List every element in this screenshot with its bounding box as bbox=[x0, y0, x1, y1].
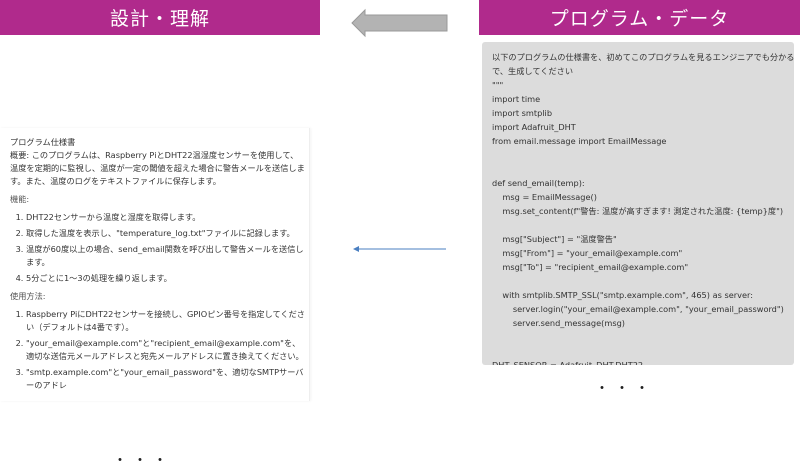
spec-overview: 概要: このプログラムは、Raspberry PiとDHT22温湿度センサーを使… bbox=[10, 150, 305, 186]
list-item: "your_email@example.com"と"recipient_emai… bbox=[26, 337, 305, 363]
program-data-banner: プログラム・データ bbox=[479, 0, 800, 35]
ellipsis: ・・・ bbox=[113, 453, 173, 469]
list-item: DHT22センサーから温度と湿度を取得します。 bbox=[26, 211, 305, 224]
banner-label: 設計・理解 bbox=[109, 8, 210, 30]
list-item: 5分ごとに1～3の処理を繰り返します。 bbox=[26, 272, 305, 285]
ellipsis: ・・・ bbox=[595, 381, 655, 397]
list-item: "smtp.example.com"と"your_email_password"… bbox=[26, 366, 305, 392]
design-understanding-banner: 設計・理解 bbox=[0, 0, 320, 35]
list-item: 温度が60度以上の場合、send_email関数を呼び出して警告メールを送信しま… bbox=[26, 243, 305, 269]
list-item: Raspberry PiにDHT22センサーを接続し、GPIOピン番号を指定して… bbox=[26, 308, 305, 334]
prompt-code-block: 以下のプログラムの仕様書を、初めてこのプログラムを見るエンジニアでも分かるような… bbox=[482, 42, 794, 365]
spec-document: プログラム仕様書 概要: このプログラムは、Raspberry PiとDHT22… bbox=[0, 128, 310, 401]
usage-heading: 使用方法: bbox=[10, 291, 46, 301]
usage-list: Raspberry PiにDHT22センサーを接続し、GPIOピン番号を指定して… bbox=[10, 308, 305, 392]
features-list: DHT22センサーから温度と湿度を取得します。 取得した温度を表示し、"temp… bbox=[10, 211, 305, 285]
list-item: 取得した温度を表示し、"temperature_log.txt"ファイルに記録し… bbox=[26, 227, 305, 240]
banner-label: プログラム・データ bbox=[549, 8, 730, 30]
left-arrow-icon bbox=[351, 8, 448, 38]
code-text: import time import smtplib import Adafru… bbox=[492, 94, 784, 365]
spec-title: プログラム仕様書 bbox=[10, 137, 76, 147]
left-arrow-icon bbox=[353, 246, 446, 252]
prompt-text: 以下のプログラムの仕様書を、初めてこのプログラムを見るエンジニアでも分かるような… bbox=[492, 52, 794, 90]
features-heading: 機能: bbox=[10, 194, 30, 204]
